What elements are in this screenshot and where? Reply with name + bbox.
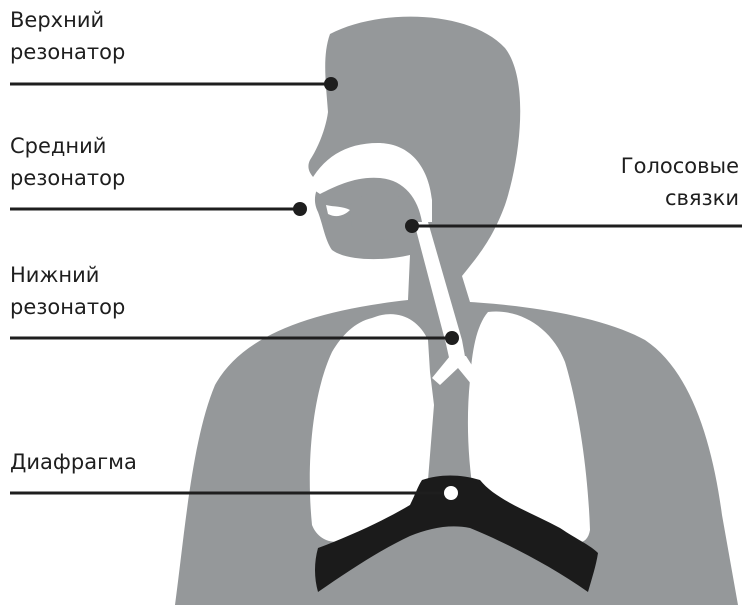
marker-dot-lower xyxy=(445,331,459,345)
label-middle-line-1: Средний xyxy=(10,130,125,162)
label-lower-resonator: Нижний резонатор xyxy=(10,259,125,323)
label-middle-resonator: Средний резонатор xyxy=(10,130,125,194)
label-upper-line-2: резонатор xyxy=(10,36,125,68)
label-vocal-cords-line-2: связки xyxy=(621,182,739,214)
marker-dot-upper xyxy=(324,77,338,91)
label-vocal-cords: Голосовые связки xyxy=(621,150,739,214)
label-upper-line-1: Верхний xyxy=(10,4,125,36)
label-lower-line-2: резонатор xyxy=(10,291,125,323)
marker-dot-vocal-cords xyxy=(405,219,419,233)
tongue xyxy=(350,192,409,239)
label-diaphragm: Диафрагма xyxy=(10,446,137,478)
label-middle-line-2: резонатор xyxy=(10,162,125,194)
label-lower-line-1: Нижний xyxy=(10,259,125,291)
marker-dot-middle xyxy=(293,202,307,216)
label-diaphragm-line-1: Диафрагма xyxy=(10,446,137,478)
label-upper-resonator: Верхний резонатор xyxy=(10,4,125,68)
label-vocal-cords-line-1: Голосовые xyxy=(621,150,739,182)
marker-dot-diaphragm xyxy=(444,486,458,500)
